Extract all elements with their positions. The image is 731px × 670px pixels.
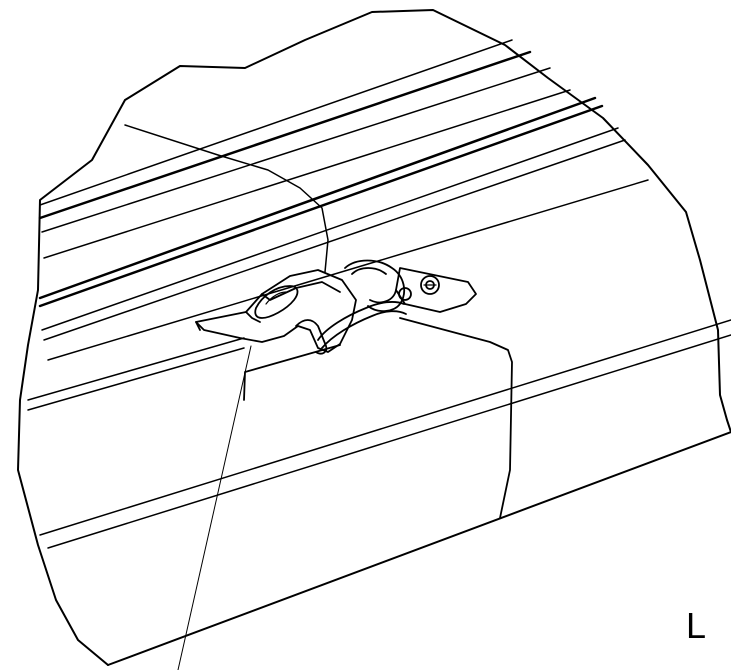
body-bottom-edge	[107, 431, 731, 666]
lid-rails	[38, 96, 649, 361]
rail-seam	[124, 124, 329, 273]
leader-line	[177, 345, 252, 670]
view-label: L	[686, 605, 707, 646]
latch-lever	[195, 269, 357, 353]
mounting-plate	[395, 267, 477, 313]
wire-bail	[295, 301, 407, 355]
lower-body-bands	[27, 319, 731, 549]
upper-rail	[38, 39, 571, 259]
latch-base-block	[243, 317, 513, 519]
detail-boundary	[17, 9, 731, 666]
